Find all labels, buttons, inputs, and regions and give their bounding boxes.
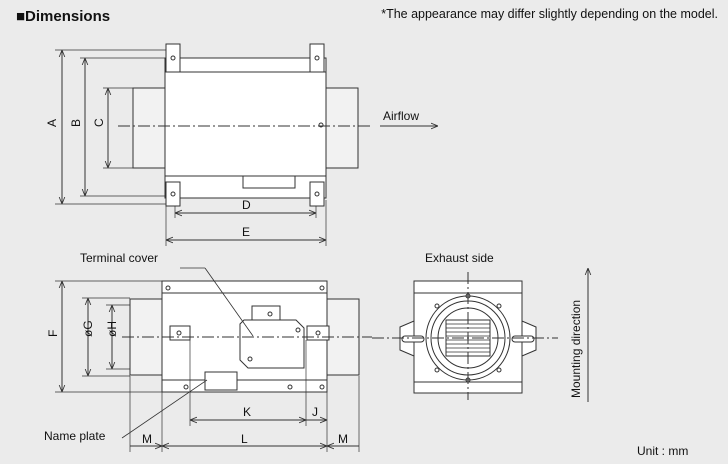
airflow-label: Airflow bbox=[383, 109, 419, 123]
side-view-labels: F øG øH K J L M M Terminal cover Name pl… bbox=[44, 251, 348, 446]
unit-label: Unit : mm bbox=[637, 444, 688, 458]
exhaust-side-labels: Exhaust side Mounting direction Unit : m… bbox=[425, 251, 688, 458]
side-bracket-right bbox=[306, 325, 330, 341]
dim-label-a: A bbox=[45, 119, 59, 127]
bracket-top-right bbox=[309, 43, 325, 73]
top-view-labels: A B C D E Airflow bbox=[45, 109, 419, 239]
name-plate-rect bbox=[204, 371, 238, 391]
dim-label-f: F bbox=[46, 330, 60, 337]
inlet-duct bbox=[132, 87, 166, 169]
terminal-box bbox=[242, 175, 296, 189]
dim-label-d: D bbox=[242, 198, 251, 212]
top-view bbox=[55, 43, 438, 246]
name-plate-label: Name plate bbox=[44, 429, 106, 443]
dim-label-m-right: M bbox=[338, 432, 348, 446]
appearance-note: *The appearance may differ slightly depe… bbox=[381, 7, 718, 21]
top-view-body bbox=[164, 57, 327, 199]
outlet-duct bbox=[325, 87, 359, 169]
bracket-bottom-right bbox=[309, 181, 325, 207]
terminal-cover-plate bbox=[239, 319, 305, 369]
terminal-cover-leader bbox=[204, 267, 254, 337]
dim-label-k: K bbox=[243, 405, 251, 419]
dim-label-e: E bbox=[242, 225, 250, 239]
terminal-cover-label: Terminal cover bbox=[80, 251, 158, 265]
name-plate-leader bbox=[121, 379, 208, 439]
dim-label-l: L bbox=[241, 432, 248, 446]
mounting-direction-label: Mounting direction bbox=[569, 300, 583, 398]
dim-label-m-left: M bbox=[142, 432, 152, 446]
dim-label-b: B bbox=[69, 119, 83, 127]
dim-label-h: øH bbox=[105, 321, 119, 337]
exhaust-side-view bbox=[372, 268, 588, 402]
bracket-top-left bbox=[165, 43, 181, 73]
side-bracket-left bbox=[169, 325, 191, 341]
dim-label-j: J bbox=[312, 405, 318, 419]
side-view bbox=[55, 267, 372, 452]
bracket-bottom-left bbox=[165, 181, 181, 207]
dim-label-c: C bbox=[92, 118, 106, 127]
page-title: ■Dimensions bbox=[16, 8, 111, 25]
dim-label-g: øG bbox=[81, 320, 95, 337]
exhaust-side-label: Exhaust side bbox=[425, 251, 494, 265]
